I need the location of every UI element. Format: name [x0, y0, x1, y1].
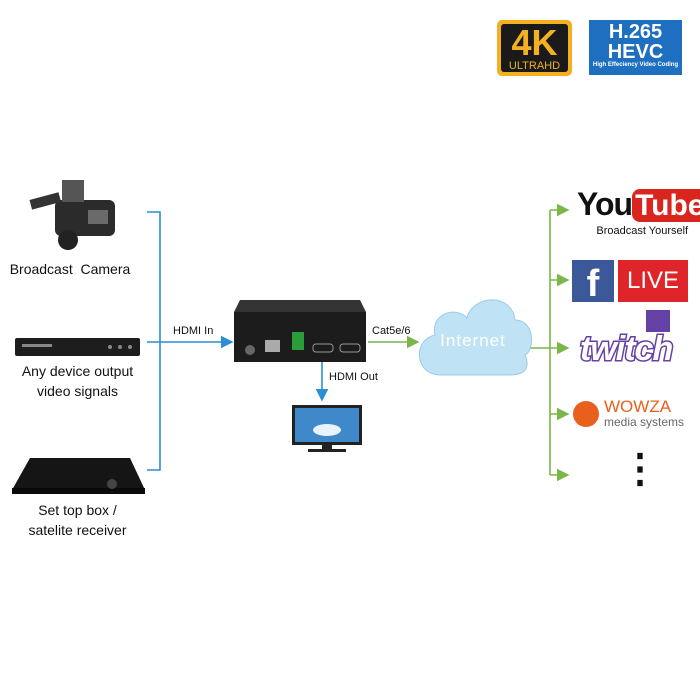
twitch-logo[interactable]: twitch: [578, 310, 675, 370]
camera-icon: [29, 180, 115, 250]
hdmi-in-label: HDMI In: [173, 325, 214, 337]
more-platforms-icon: ⋮: [620, 447, 660, 491]
hdmi-out-label: HDMI Out: [329, 371, 378, 383]
camera-label: Broadcast Camera: [9, 261, 131, 277]
dvd-player-icon: [15, 338, 140, 356]
h265-hevc-badge: H.265 HEVC High Effeciency Video Coding: [589, 20, 682, 75]
internet-cloud-icon: [419, 299, 533, 376]
facebook-live-logo[interactable]: f LIVE: [572, 260, 688, 305]
cat-label: Cat5e/6: [372, 325, 411, 337]
4k-ultrahd-badge: 4K ULTRAHD: [497, 20, 572, 76]
wowza-icon: [573, 400, 599, 427]
settop-label: Set top box /satelite receiver: [28, 502, 127, 538]
encoder-device: [234, 300, 366, 362]
wowza-logo[interactable]: WOWZA media systems: [573, 398, 684, 429]
internet-label: Internet: [440, 331, 506, 350]
twitch-glitch-icon: [646, 310, 670, 332]
monitor-icon: [292, 405, 362, 452]
set-top-box-icon: [12, 458, 145, 494]
